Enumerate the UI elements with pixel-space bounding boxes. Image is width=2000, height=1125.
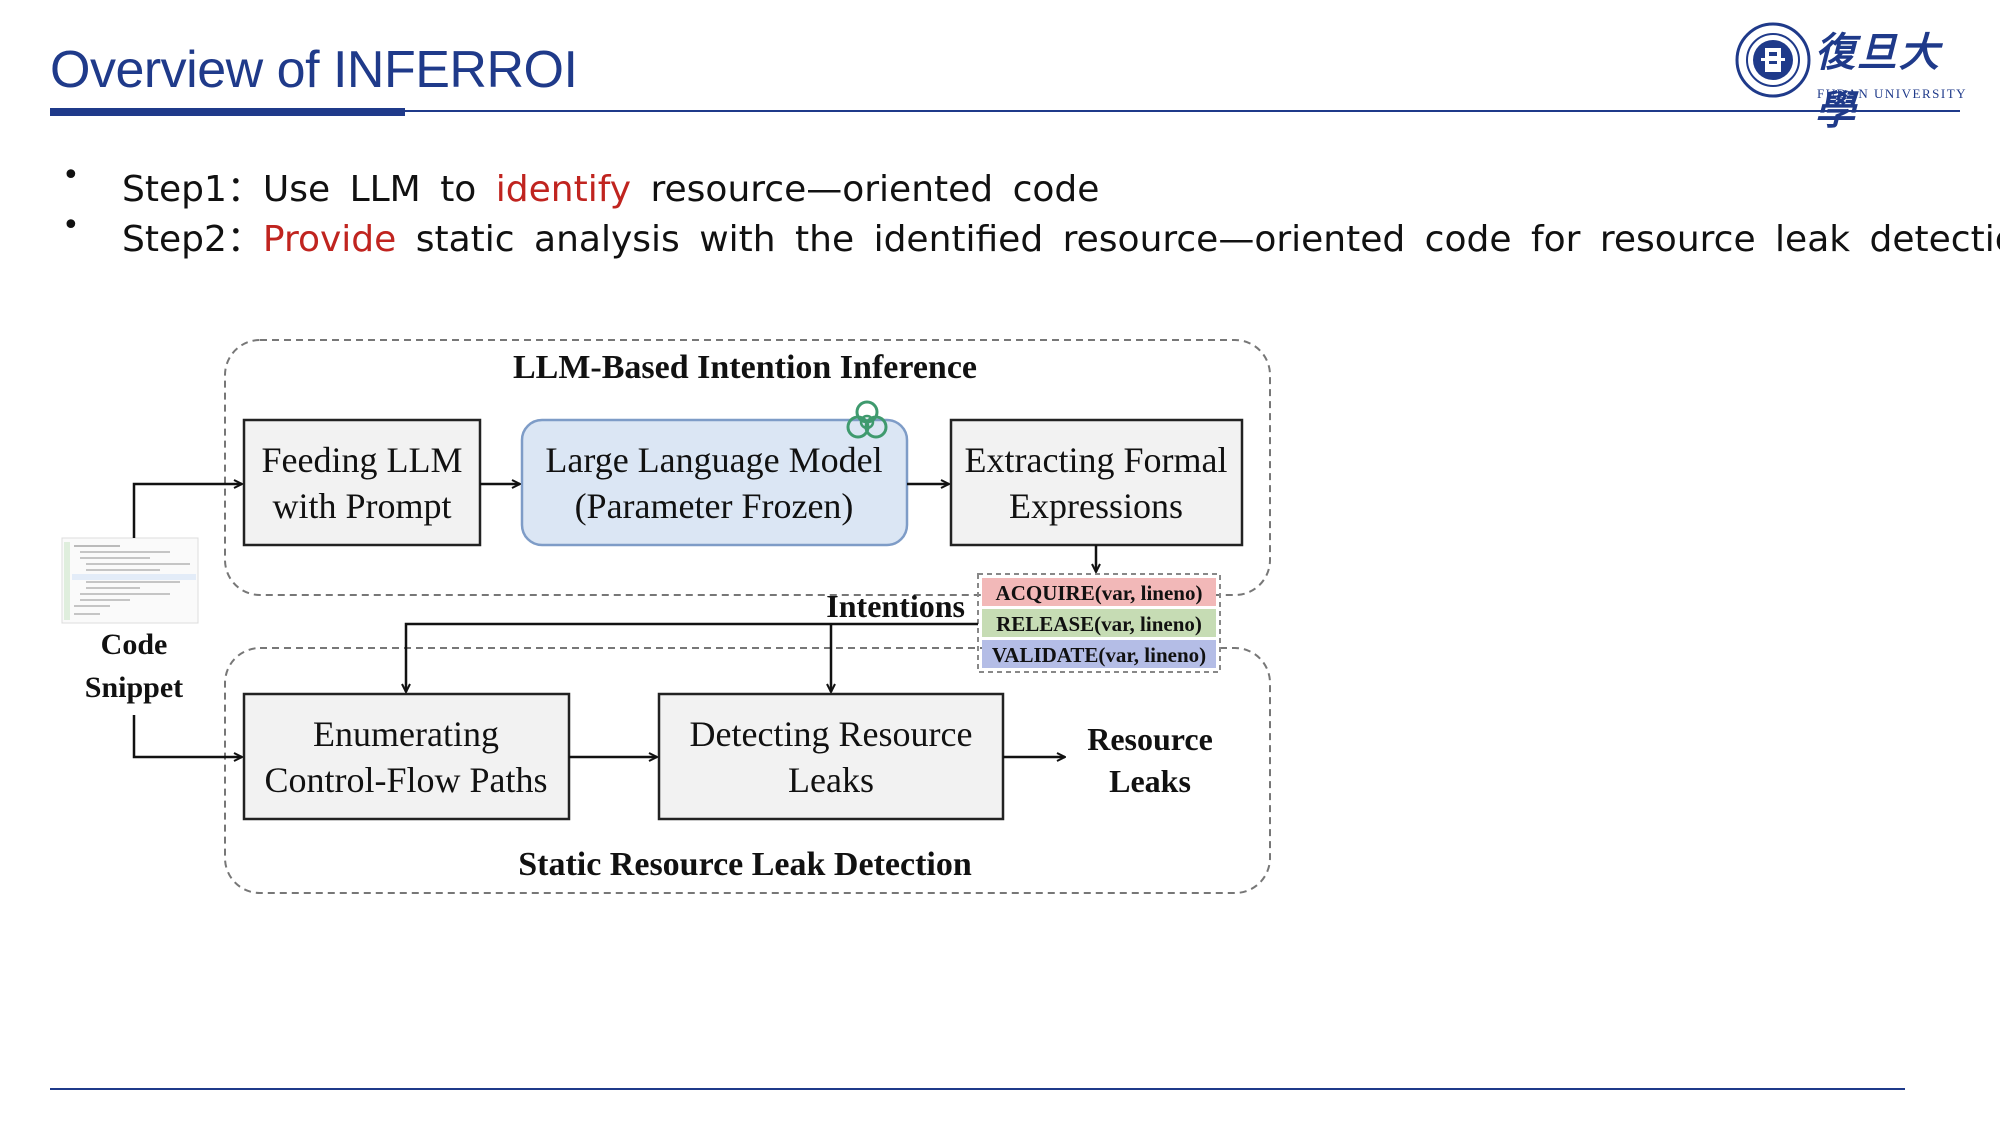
- enumerating-label-line2: Control-Flow Paths: [264, 760, 547, 800]
- bullet-text-post: resource—oriented code: [631, 169, 1100, 210]
- llm-label-line2: (Parameter Frozen): [575, 486, 854, 526]
- extracting-label-line1: Extracting Formal: [965, 440, 1228, 480]
- feeding-llm-box: [242, 418, 482, 547]
- bullet-text-post: static analysis with the identified reso…: [396, 219, 2000, 260]
- slide-title: Overview of INFERROI: [50, 41, 578, 99]
- feeding-llm-label-line1: Feeding LLM: [262, 440, 463, 480]
- bullet-dot-icon: •: [62, 208, 80, 243]
- arrow-snippet-to-feeding: [132, 484, 242, 538]
- detecting-box: [657, 692, 1005, 821]
- inferroi-overview-diagram: LLM-Based Intention Inference Static Res…: [61, 339, 1271, 894]
- detecting-label-line1: Detecting Resource: [690, 714, 973, 754]
- footer-rule: [50, 1088, 1905, 1090]
- intention-validate-bg: [982, 640, 1216, 668]
- input-label-snippet: Snippet: [85, 671, 183, 704]
- bullet-label: Step1：: [122, 169, 263, 210]
- enumerating-label-line1: Enumerating: [313, 714, 499, 754]
- bullet-label: Step2：: [122, 219, 263, 260]
- bullet-text-pre: Use LLM to: [262, 169, 496, 210]
- top-group-container: [224, 339, 1271, 596]
- arrow-snippet-to-enumerating: [132, 715, 242, 757]
- input-label-code: Code: [101, 628, 168, 661]
- extracting-label-line2: Expressions: [1009, 486, 1183, 526]
- university-name-chinese: 復旦大學: [1815, 29, 1941, 134]
- llm-box: [520, 418, 909, 547]
- bullet-dot-icon: •: [62, 158, 80, 193]
- bullet-text: Step2：Provide static analysis with the i…: [122, 210, 2000, 262]
- bullet-highlight: Provide: [262, 219, 397, 260]
- code-snippet-thumbnail: [61, 537, 199, 624]
- intention-acquire: ACQUIRE(var, lineno): [996, 581, 1203, 605]
- bullet-text: Step1：Use LLM to identify resource—orien…: [122, 160, 1099, 212]
- detecting-label-line2: Leaks: [788, 760, 874, 800]
- top-group-label: LLM-Based Intention Inference: [513, 349, 977, 386]
- intention-release: RELEASE(var, lineno): [996, 612, 1202, 636]
- university-name-english: FUDAN UNIVERSITY: [1817, 86, 1968, 101]
- intentions-label: Intentions: [826, 588, 965, 624]
- title-underline: [50, 110, 1960, 112]
- llm-label-line1: Large Language Model: [545, 440, 882, 480]
- intention-release-bg: [982, 609, 1216, 637]
- title-underline-accent: [50, 108, 405, 116]
- university-logo: 復旦大學 FUDAN UNIVERSITY: [1735, 20, 1966, 134]
- extracting-box: [949, 418, 1244, 547]
- intention-validate: VALIDATE(var, lineno): [992, 643, 1206, 667]
- bottom-group-label: Static Resource Leak Detection: [518, 846, 972, 883]
- university-seal-icon: [1735, 22, 1811, 98]
- feeding-llm-label-line2: with Prompt: [272, 486, 451, 526]
- enumerating-box: [242, 692, 571, 821]
- output-label-line2: Leaks: [1109, 763, 1191, 799]
- openai-logo-icon: [846, 400, 888, 439]
- output-label-line1: Resource: [1087, 721, 1213, 757]
- bottom-group-container: [224, 647, 1271, 894]
- bullet-highlight: identify: [495, 169, 632, 210]
- arrow-intentions-to-enumerating: [406, 622, 978, 692]
- intention-acquire-bg: [982, 578, 1216, 606]
